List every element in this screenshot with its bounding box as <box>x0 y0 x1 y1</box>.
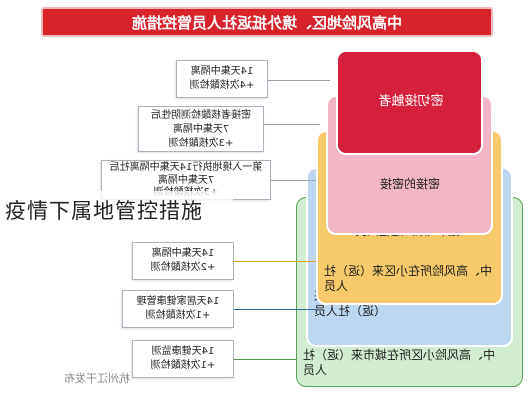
measure-2-line-3: +3次核酸检测 <box>168 138 234 149</box>
arrow-6 <box>234 359 296 360</box>
title-banner: 中高风险地区、境外抵返社人员管控措施 <box>41 7 493 37</box>
layer-secondary-label: 密接的密接 <box>380 177 441 191</box>
measure-1-line-2: +4次核酸检测 <box>189 80 255 91</box>
arrow-1 <box>268 80 330 81</box>
measure-box-close-contact: 14天集中隔离 +4次核酸检测 <box>176 60 268 98</box>
measure-4-line-2: +2次核酸检测 <box>150 262 216 273</box>
measure-box-community: 14天集中隔离 +2次核酸检测 <box>132 242 234 280</box>
measure-6-line-2: +1次核酸检测 <box>150 360 216 371</box>
measure-6-line-1: 14天健康监测 <box>151 346 215 357</box>
measure-box-county: 14天居家健康管理 +1次核酸检测 <box>122 290 234 328</box>
arrow-2 <box>264 124 320 125</box>
measure-box-secondary: 密接者核酸检测阴性后 7天集中隔离 +3次核酸检测 <box>138 106 264 152</box>
measure-4-line-1: 14天集中隔离 <box>151 248 215 259</box>
measure-box-city: 14天健康监测 +1次核酸检测 <box>132 340 234 378</box>
arrow-5 <box>234 309 316 310</box>
title-text: 中高风险地区、境外抵返社人员管控措施 <box>132 14 403 32</box>
layer-community-label: 中、高风险所在小区来（返）社人员 <box>324 264 493 293</box>
measure-5-line-2: +1次核酸检测 <box>145 310 211 321</box>
measure-2-line-2: 7天集中隔离 <box>172 124 230 135</box>
measure-2-line-1: 密接者核酸检测阴性后 <box>151 110 251 121</box>
layer-close-label: 密切接触者 <box>378 94 444 109</box>
measure-1-line-1: 14天集中隔离 <box>190 66 254 77</box>
measure-5-line-1: 14天居家健康管理 <box>136 296 220 307</box>
caption-overlay: 疫情下属地管控措施 <box>5 191 233 231</box>
layer-close-contact: 密切接触者 <box>336 50 483 155</box>
arrow-3 <box>271 180 316 181</box>
measure-3-line-2: 7天集中隔离 <box>157 175 215 186</box>
arrow-4 <box>234 261 316 262</box>
measure-3-line-1: 第一入境地执行14天集中隔离社后 <box>109 162 263 173</box>
watermark: 杭州江干发布 <box>64 372 130 385</box>
layer-city-label: 中、高风险小区所在城市来（返）社人员 <box>303 348 496 377</box>
